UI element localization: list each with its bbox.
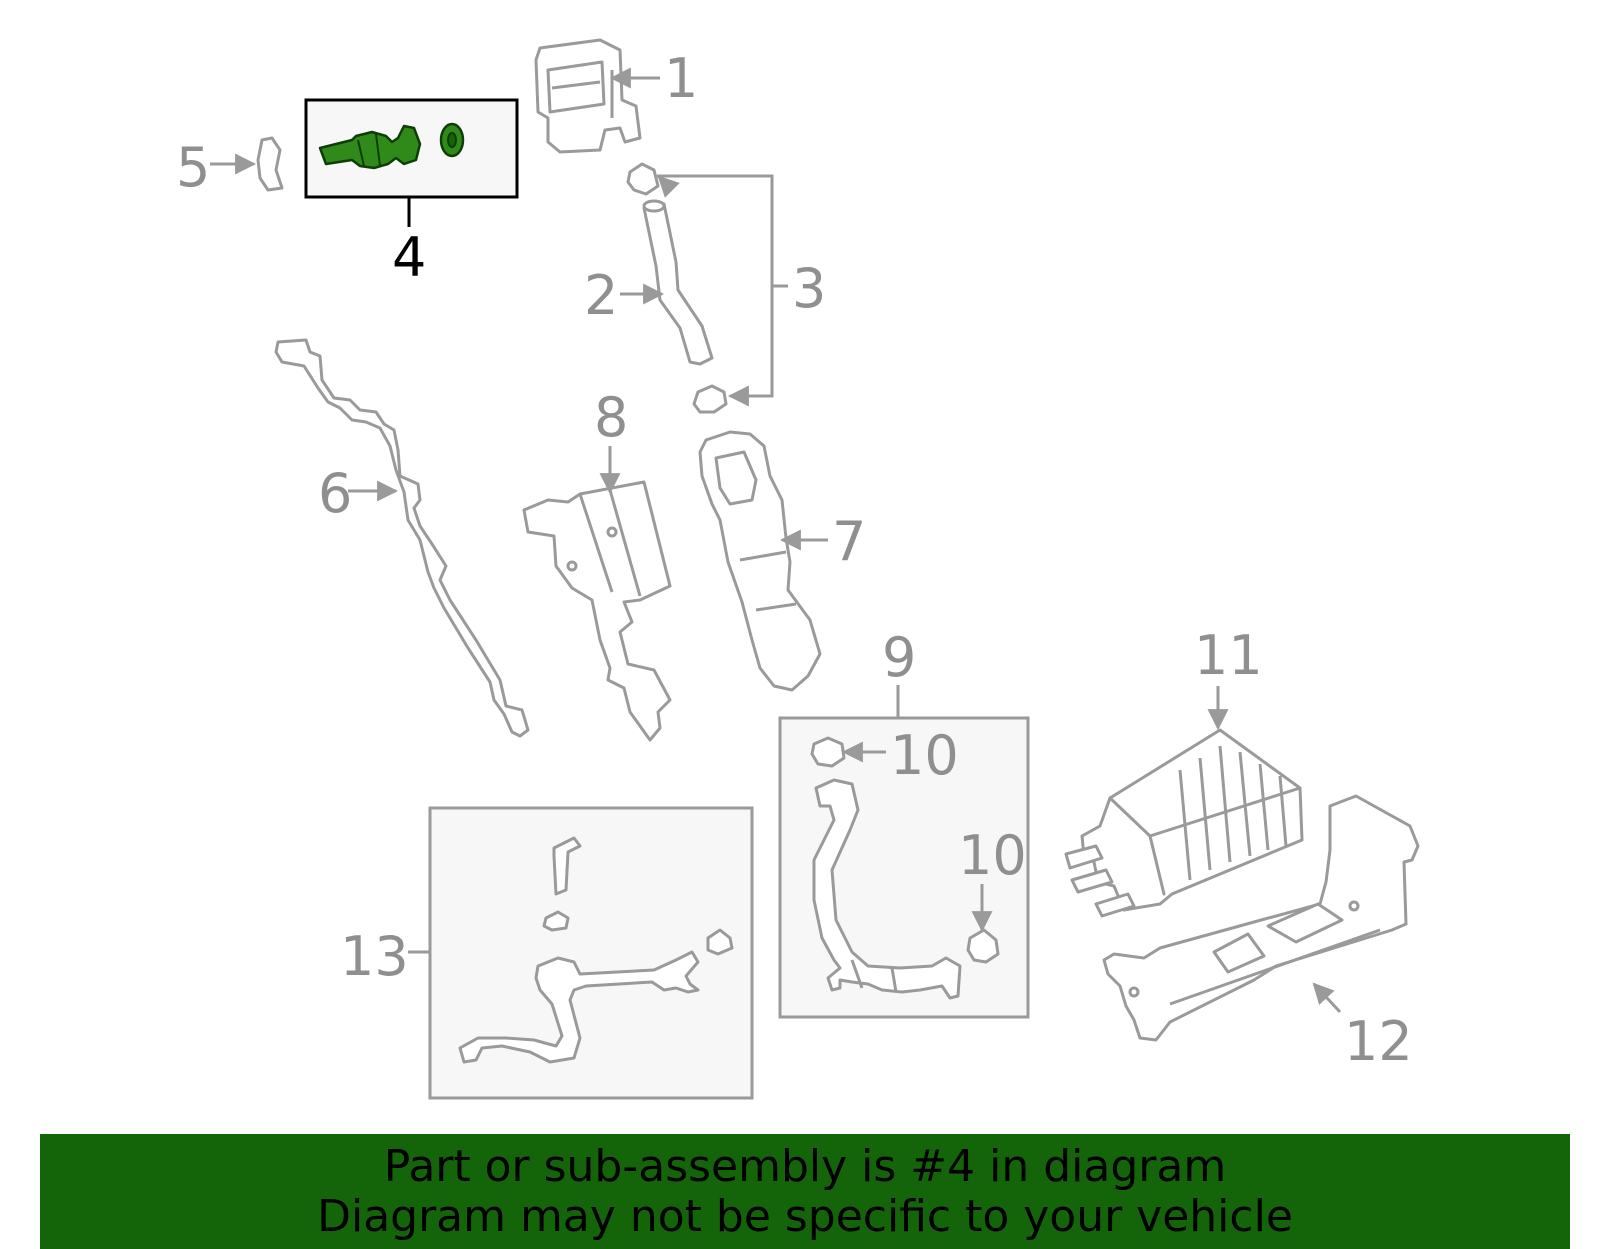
part-3-clamp-lower[interactable]: [692, 384, 728, 414]
part-2-hose[interactable]: [642, 199, 714, 366]
callout-11[interactable]: 11: [1194, 624, 1263, 687]
callout-8[interactable]: 8: [594, 386, 628, 449]
callout-10a[interactable]: 10: [890, 724, 959, 787]
part-1-module[interactable]: [534, 38, 642, 154]
part-12-tray-bracket[interactable]: [1102, 794, 1420, 1042]
part-3-clamp-upper[interactable]: [626, 162, 660, 196]
part-6-sensor-cable[interactable]: [274, 338, 530, 738]
disclaimer-banner: Part or sub-assembly is #4 in diagram Di…: [40, 1134, 1570, 1249]
callout-1[interactable]: 1: [664, 47, 698, 110]
callout-9[interactable]: 9: [882, 626, 916, 689]
part-13-box[interactable]: [428, 806, 754, 1100]
callout-12[interactable]: 12: [1344, 1010, 1413, 1073]
part-10-nut-upper[interactable]: [810, 736, 846, 768]
callout-4[interactable]: 4: [392, 226, 426, 289]
callout-3[interactable]: 3: [792, 257, 826, 320]
callout-6[interactable]: 6: [318, 462, 352, 525]
leader-12: [1312, 982, 1342, 1014]
banner-line-1: Part or sub-assembly is #4 in diagram: [383, 1141, 1227, 1192]
callout-13[interactable]: 13: [340, 925, 409, 988]
banner-line-2: Diagram may not be specific to your vehi…: [317, 1191, 1293, 1242]
part-5-bracket[interactable]: [256, 136, 284, 192]
part-4-valve[interactable]: [318, 122, 465, 170]
part-11-canister[interactable]: [1064, 728, 1304, 918]
part-8-bracket[interactable]: [522, 480, 672, 742]
callout-7[interactable]: 7: [832, 510, 866, 573]
callout-10b[interactable]: 10: [958, 824, 1027, 887]
callout-5[interactable]: 5: [176, 136, 210, 199]
part-7-shield[interactable]: [698, 430, 822, 692]
part-13-hoses[interactable]: [458, 836, 734, 1064]
part-9-pipe[interactable]: [812, 778, 962, 1000]
callout-2[interactable]: 2: [584, 264, 618, 327]
